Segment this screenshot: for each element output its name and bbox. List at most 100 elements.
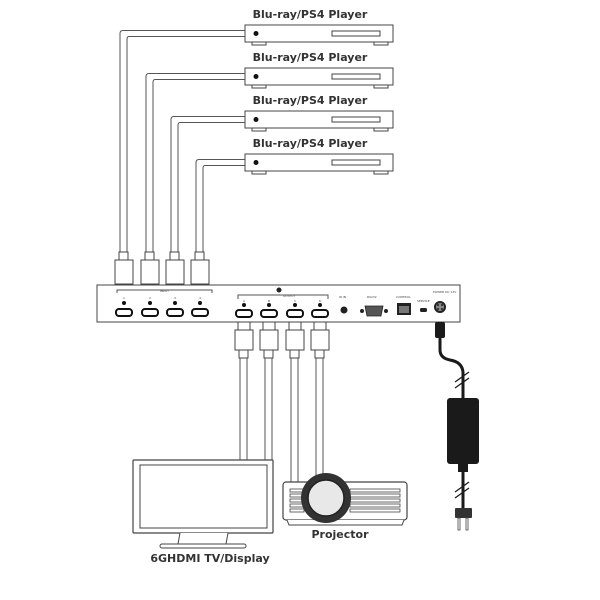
output-port-B[interactable]: B [260, 299, 278, 318]
output-led-icon [267, 303, 271, 307]
output-led-icon [293, 303, 297, 307]
ir-in-jack-icon[interactable] [340, 306, 348, 314]
player-foot [251, 170, 267, 175]
input-port-label: 2 [149, 296, 151, 300]
output-group-label: OUTPUT [283, 294, 295, 298]
cable-strain-relief [263, 349, 274, 359]
power-led-icon [253, 117, 259, 122]
projector-base [286, 519, 405, 526]
power-brick [447, 398, 479, 464]
input-port-label: 4 [199, 296, 201, 300]
source-player-4: Blu-ray/PS4 Player [244, 137, 394, 175]
input-port-4[interactable]: 4 [191, 296, 209, 317]
player-body [244, 24, 394, 43]
control-rj45-port-icon[interactable] [397, 303, 411, 315]
cable-strain-relief [314, 349, 325, 359]
disc-slot-icon [331, 159, 381, 166]
output-cable-C [285, 321, 305, 483]
output-port-label: D [319, 299, 322, 303]
hdmi-connector [140, 259, 160, 285]
input-led-icon [198, 301, 202, 305]
player-foot [373, 41, 389, 46]
output-led-icon [318, 303, 322, 307]
input-cables [114, 30, 245, 296]
source-player-2: Blu-ray/PS4 Player [244, 51, 394, 89]
input-group-bracket [116, 289, 213, 293]
ir-in-label: IR IN [339, 295, 346, 299]
tv-display: 6GHDMI TV/Display [132, 459, 274, 565]
output-group-bracket [237, 294, 329, 299]
hdmi-connector-tip [313, 321, 327, 331]
tv-label: 6GHDMI TV/Display [150, 552, 269, 565]
output-port-C[interactable]: C [286, 299, 304, 318]
hdmi-connector [259, 329, 279, 351]
hdmi-connector [190, 259, 210, 285]
input-port-label: 3 [174, 296, 176, 300]
input-led-icon [173, 301, 177, 305]
projector-lens-icon [307, 479, 345, 517]
dc-plug [435, 322, 445, 338]
hdmi-connector-tip [288, 321, 302, 331]
player-body [244, 67, 394, 86]
output-port-D[interactable]: D [311, 299, 329, 318]
input-group-label: INPUT [160, 289, 169, 293]
power-adapter [435, 322, 479, 531]
service-usb-port-icon[interactable] [420, 308, 427, 312]
tv-screen [139, 464, 268, 529]
source-label: Blu-ray/PS4 Player [253, 51, 368, 64]
projector-label: Projector [311, 528, 369, 541]
hdmi-port-icon [286, 309, 304, 318]
cable-strain-relief [194, 251, 205, 261]
input-cable-1 [114, 30, 245, 296]
hdmi-port-icon [235, 309, 253, 318]
output-cables [234, 321, 330, 483]
input-port-2[interactable]: 2 [141, 296, 159, 317]
hdmi-port-icon [311, 309, 329, 318]
source-label: Blu-ray/PS4 Player [253, 8, 368, 21]
player-body [244, 110, 394, 129]
output-ports: A B C D [235, 299, 329, 318]
power-led-icon [253, 31, 259, 36]
input-port-3[interactable]: 3 [166, 296, 184, 317]
disc-slot-icon [331, 30, 381, 37]
player-foot [373, 127, 389, 132]
hdmi-port-icon [115, 308, 133, 317]
input-led-icon [122, 301, 126, 305]
cable-strain-relief [238, 349, 249, 359]
rs232-label: RS232 [367, 295, 377, 299]
input-led-icon [148, 301, 152, 305]
player-body [244, 153, 394, 172]
hdmi-connector [114, 259, 134, 285]
hdmi-connector [234, 329, 254, 351]
hdmi-connector [285, 329, 305, 351]
ground-screw-icon [276, 287, 282, 293]
output-cable-A [234, 321, 254, 460]
power-label: POWER DC 12V [433, 290, 457, 294]
disc-slot-icon [331, 116, 381, 123]
input-port-label: 1 [123, 296, 125, 300]
input-port-1[interactable]: 1 [115, 296, 133, 317]
dc-cable [438, 338, 465, 400]
source-label: Blu-ray/PS4 Player [253, 94, 368, 107]
ac-plug [455, 508, 472, 518]
power-led-icon [253, 160, 259, 165]
cable-break-icon-2 [454, 481, 470, 499]
projector-vents [289, 488, 401, 513]
output-port-label: C [294, 299, 296, 303]
power-led-icon [253, 74, 259, 79]
output-port-A[interactable]: A [235, 299, 253, 318]
hdmi-connector-tip [237, 321, 251, 331]
plug-prong-1 [457, 517, 461, 531]
source-player-1: Blu-ray/PS4 Player [244, 8, 394, 46]
source-label: Blu-ray/PS4 Player [253, 137, 368, 150]
hdmi-port-icon [260, 309, 278, 318]
hdmi-port-icon [191, 308, 209, 317]
rs232-port-icon[interactable] [360, 305, 388, 317]
disc-slot-icon [331, 73, 381, 80]
player-foot [251, 41, 267, 46]
output-port-label: A [243, 299, 246, 303]
power-jack-icon[interactable] [434, 301, 446, 313]
player-foot [373, 84, 389, 89]
